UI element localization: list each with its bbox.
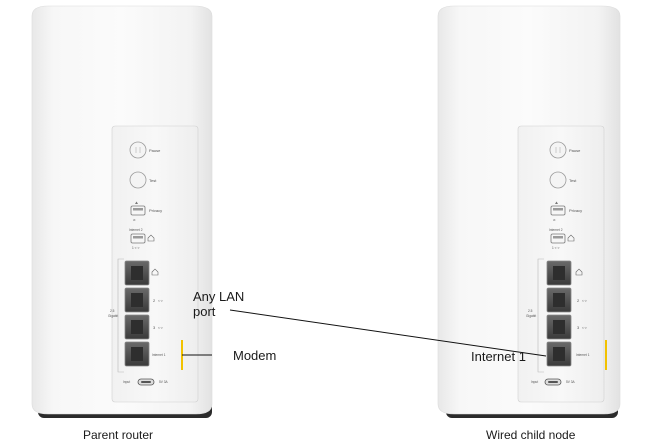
- speed-label: 2.5: [528, 309, 533, 313]
- lan-port-annotation-line2: port: [193, 304, 216, 319]
- pause-button-icon: [129, 141, 147, 159]
- speed-unit-label: Gigabit: [108, 314, 118, 318]
- svg-text:<·>: <·>: [582, 299, 587, 303]
- test-label: Test: [569, 178, 577, 183]
- speed-unit-label: Gigabit: [526, 314, 536, 318]
- svg-text:<·>: <·>: [158, 299, 163, 303]
- pause-label: Pause: [569, 148, 581, 153]
- home-icon: [567, 234, 575, 242]
- svg-text:⊘: ⊘: [133, 218, 136, 222]
- test-label: Test: [149, 178, 157, 183]
- svg-text:<·>: <·>: [158, 326, 163, 330]
- pause-button-icon: [549, 141, 567, 159]
- parent-router: Pause Test Privacy ⊘ Internet 2 1 <·> 2.…: [31, 5, 213, 418]
- modem-annotation: Modem: [233, 348, 277, 363]
- internet-switch-label: Internet 2: [549, 228, 563, 232]
- lan-to-internet-cable: [229, 309, 547, 357]
- home-port-icon: [575, 268, 583, 276]
- power-label: 5V 3A: [159, 380, 169, 384]
- lan-port-annotation-line1: Any LAN: [193, 289, 245, 304]
- internet1-annotation: Internet 1: [471, 349, 526, 364]
- wired-child-node: Pause Test Privacy ⊘ Internet 2 1 <·> 2.…: [437, 5, 621, 418]
- power-label: 5V 3A: [566, 380, 576, 384]
- input-label: Input: [123, 380, 130, 384]
- test-button-icon: [129, 171, 147, 189]
- speed-label: 2.5: [110, 309, 115, 313]
- port3-label: 3: [577, 325, 580, 330]
- test-button-icon: [549, 171, 567, 189]
- svg-text:<·>: <·>: [582, 326, 587, 330]
- svg-text:⊘: ⊘: [553, 218, 556, 222]
- wired-child-node-caption: Wired child node: [486, 428, 576, 442]
- internet-port-label: Internet 1: [152, 353, 166, 357]
- home-port-icon: [151, 268, 159, 276]
- privacy-label: Privacy: [149, 208, 162, 213]
- svg-text:1 <·>: 1 <·>: [552, 246, 560, 250]
- parent-router-caption: Parent router: [83, 428, 154, 442]
- privacy-label: Privacy: [569, 208, 582, 213]
- port2-label: 2: [153, 298, 156, 303]
- input-label: Input: [531, 380, 538, 384]
- svg-text:1 <·>: 1 <·>: [132, 246, 140, 250]
- pause-label: Pause: [149, 148, 161, 153]
- internet-port-label: Internet 1: [576, 353, 590, 357]
- port2-label: 2: [577, 298, 580, 303]
- internet-switch-label: Internet 2: [129, 228, 143, 232]
- home-icon: [147, 234, 155, 242]
- port3-label: 3: [153, 325, 156, 330]
